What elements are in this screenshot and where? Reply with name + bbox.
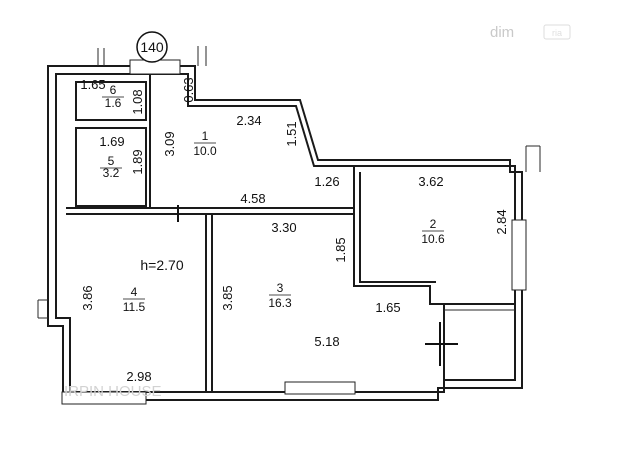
dim-1-89: 1.89 xyxy=(130,149,145,174)
outer-walls xyxy=(37,46,541,401)
plan-number: 140 xyxy=(140,39,164,55)
dim-0-63: 0.63 xyxy=(181,77,196,102)
dim-2-84: 2.84 xyxy=(494,209,509,234)
watermarks: dim ria IRPIN HOUSE xyxy=(64,24,571,400)
window-bottom-mid xyxy=(284,381,356,395)
room-3-number: 3 xyxy=(277,281,284,295)
room-5-area: 3.2 xyxy=(103,166,120,180)
room-1-area: 10.0 xyxy=(193,144,217,158)
dim-1-85: 1.85 xyxy=(333,237,348,262)
dim-3-09: 3.09 xyxy=(162,131,177,156)
interior-walls xyxy=(66,74,515,392)
room-6-number: 6 xyxy=(110,83,117,97)
dim-3-86: 3.86 xyxy=(80,285,95,310)
watermark-site-suffix: ria xyxy=(552,28,562,38)
room-5-number: 5 xyxy=(108,154,115,168)
window-right xyxy=(511,219,527,291)
dim-1-69: 1.69 xyxy=(99,134,124,149)
room-4-area: 11.5 xyxy=(123,300,146,314)
room-labels: 1 10.0 2 10.6 3 16.3 4 11.5 5 3.2 6 1.6 xyxy=(100,83,445,314)
room-4-number: 4 xyxy=(131,285,138,299)
window-bottom-left xyxy=(61,391,147,405)
watermark-site: dim xyxy=(490,24,514,41)
dim-4-58: 4.58 xyxy=(240,191,265,206)
dimension-labels: 1.65 2.34 1.69 1.26 3.62 4.58 3.30 1.65 … xyxy=(80,77,443,384)
dim-1-51: 1.51 xyxy=(284,121,299,146)
room-6-area: 1.6 xyxy=(105,96,122,110)
watermark-agency: IRPIN HOUSE xyxy=(64,383,162,400)
dim-3-30: 3.30 xyxy=(271,220,296,235)
dim-1-26: 1.26 xyxy=(314,174,339,189)
dim-1-08: 1.08 xyxy=(130,89,145,114)
room-2-number: 2 xyxy=(430,217,437,231)
dim-2-34: 2.34 xyxy=(236,113,261,128)
dim-1-65-top: 1.65 xyxy=(80,77,105,92)
ceiling-height-label: h=2.70 xyxy=(140,257,183,273)
plan-number-badge: 140 xyxy=(136,31,168,63)
room-1-number: 1 xyxy=(202,129,209,143)
dim-2-98: 2.98 xyxy=(126,369,151,384)
dim-3-85: 3.85 xyxy=(220,285,235,310)
dim-1-65-mid: 1.65 xyxy=(375,300,400,315)
doors xyxy=(177,205,458,366)
dimension-labels-vertical: 1.08 0.63 3.09 1.51 1.89 2.84 1.85 3.86 … xyxy=(80,77,509,310)
room-3-area: 16.3 xyxy=(268,296,292,310)
room-2-area: 10.6 xyxy=(421,232,445,246)
dim-3-62: 3.62 xyxy=(418,174,443,189)
dim-5-18: 5.18 xyxy=(314,334,339,349)
